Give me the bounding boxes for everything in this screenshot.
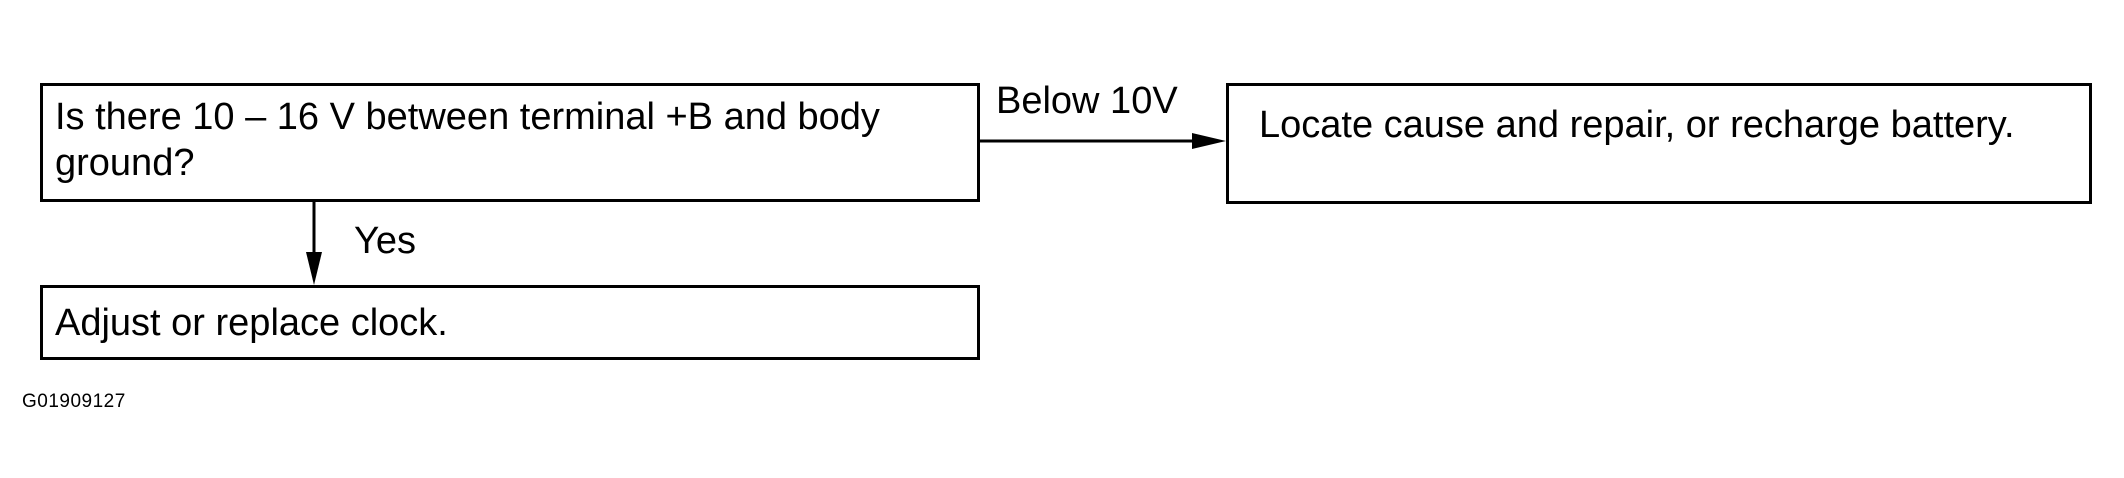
figure-code: G01909127 <box>22 391 126 412</box>
arrow-down <box>306 202 322 285</box>
question-box: Is there 10 – 16 V between terminal +B a… <box>40 83 980 202</box>
below-10v-label: Below 10V <box>996 80 1178 122</box>
replace-clock-text: Adjust or replace clock. <box>55 302 448 344</box>
recharge-battery-text: Locate cause and repair, or recharge bat… <box>1259 104 2015 146</box>
recharge-battery-box: Locate cause and repair, or recharge bat… <box>1226 83 2092 204</box>
yes-label: Yes <box>354 220 416 262</box>
question-text: Is there 10 – 16 V between terminal +B a… <box>55 96 880 184</box>
replace-clock-box: Adjust or replace clock. <box>40 285 980 360</box>
arrow-right <box>980 133 1226 149</box>
